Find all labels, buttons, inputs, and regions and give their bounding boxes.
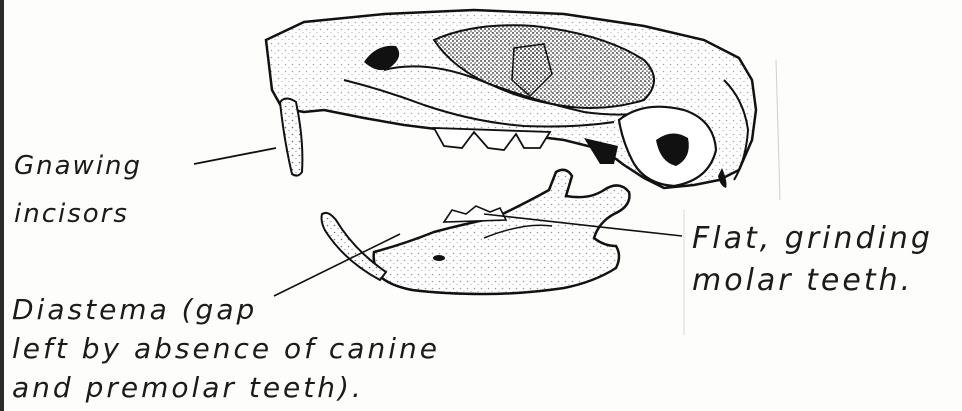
diastema-label: Diastema (gap left by absence of canine … [12, 290, 440, 407]
cranium [266, 10, 756, 188]
incisors-leader-line [194, 148, 276, 164]
guide-line [776, 60, 780, 200]
incisors-label: Gnawing incisors [14, 142, 142, 238]
molar-teeth-label: Flat, grinding molar teeth. [692, 218, 933, 302]
mandible [374, 170, 630, 294]
